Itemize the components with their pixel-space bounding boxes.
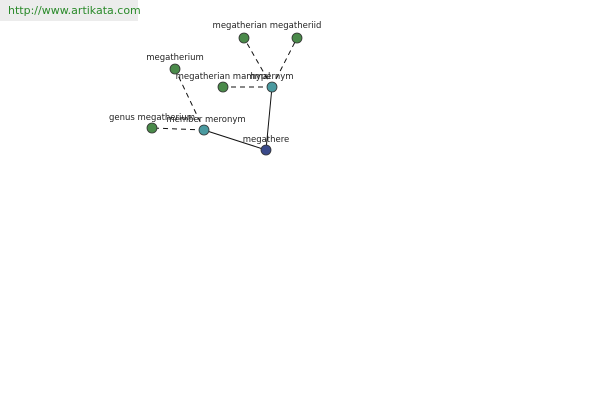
node-member-meronym[interactable]	[198, 124, 210, 136]
node-megatherium[interactable]	[169, 63, 181, 75]
label-megathere: megathere	[243, 135, 290, 145]
label-member-meronym: member meronym	[166, 115, 245, 125]
node-megatherian-mammal[interactable]	[217, 81, 229, 93]
artikata-watermark[interactable]: http://www.artikata.com	[0, 0, 141, 21]
edge-member-meronym-genus-megatherium	[151, 127, 205, 131]
node-megatherian-megatheriid-a[interactable]	[238, 32, 250, 44]
node-megatherian-megatheriid-b[interactable]	[291, 32, 303, 44]
label-megatherian-megatheriid: megatherian megatheriid	[213, 21, 322, 31]
node-megathere[interactable]	[260, 144, 272, 156]
edge-center-hypernym	[265, 86, 273, 151]
node-hypernym[interactable]	[266, 81, 278, 93]
label-megatherium: megatherium	[146, 53, 204, 63]
label-hypernym: hypernym	[250, 72, 293, 82]
edge-hypernym-megatherian-megatheriid-right	[271, 37, 298, 88]
edge-hypernym-megatherian-megatheriid-left	[243, 37, 273, 88]
edge-member-meronym-megatherium	[174, 68, 205, 131]
label-megatherian-mammal: megatherian mammal	[176, 72, 271, 82]
edge-center-member-meronym	[203, 129, 267, 151]
label-genus-megatherium: genus megatherium	[109, 113, 195, 123]
node-genus-megatherium[interactable]	[146, 122, 158, 134]
